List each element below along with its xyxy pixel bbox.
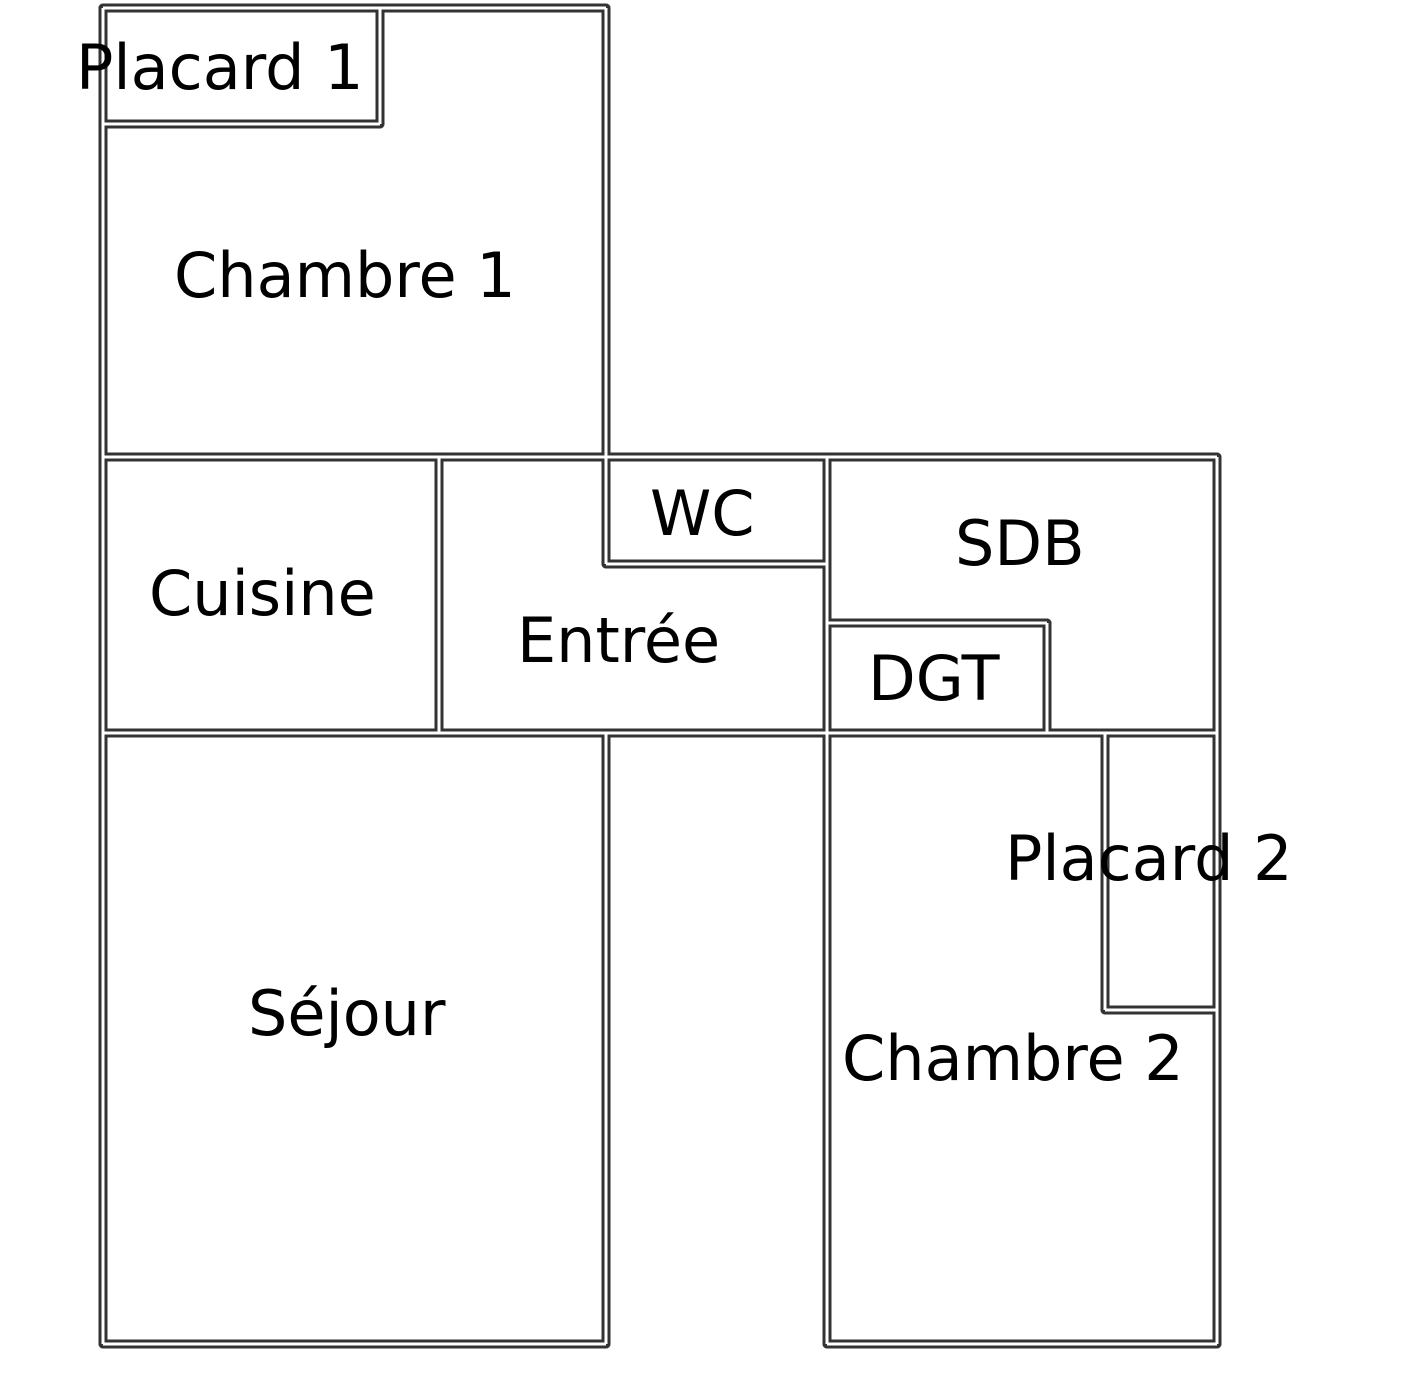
room-label-chambre-1: Chambre 1 — [174, 239, 516, 312]
room-label-placard-2: Placard 2 — [1005, 822, 1293, 895]
room-label-dgt: DGT — [868, 642, 1001, 715]
walls — [98, 3, 1222, 1349]
room-label-sdb: SDB — [955, 507, 1085, 580]
room-label-wc: WC — [650, 477, 755, 550]
room-labels: Placard 1 Chambre 1 Cuisine Entrée WC SD… — [76, 31, 1293, 1095]
room-label-entree: Entrée — [517, 604, 720, 677]
room-label-cuisine: Cuisine — [149, 557, 376, 630]
room-label-placard-1: Placard 1 — [76, 31, 364, 104]
room-label-chambre-2: Chambre 2 — [842, 1022, 1184, 1095]
room-label-sejour: Séjour — [248, 977, 446, 1050]
